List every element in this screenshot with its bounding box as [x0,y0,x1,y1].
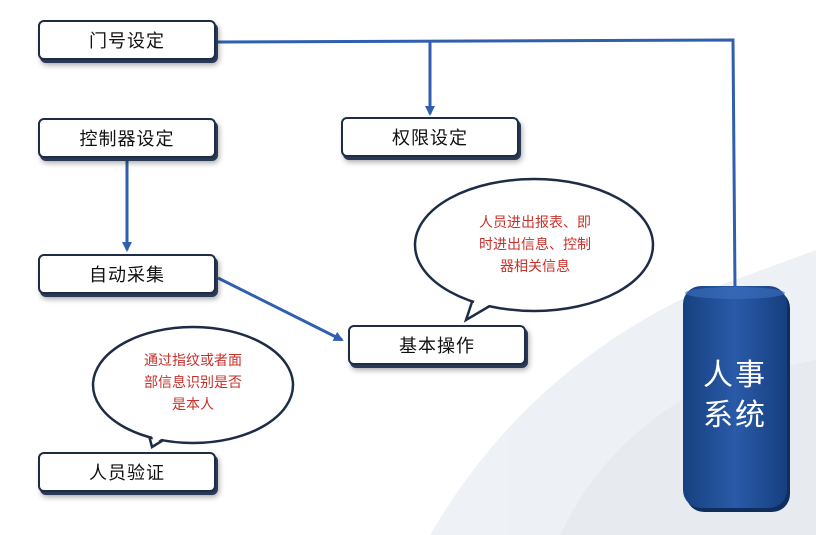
connectors [122,38,737,342]
report-callout-line: 器相关信息 [500,259,570,275]
door-to-hr-line [217,38,737,291]
verify-callout-text: 通过指纹或者面 部信息识别是否 是本人 [118,350,268,416]
permission-setup-label: 权限设定 [392,128,468,149]
collect-to-ops-arrow [217,276,344,342]
basic-ops-box: 基本操作 [348,325,526,365]
controller-setup-box: 控制器设定 [38,118,216,158]
person-verify-box: 人员验证 [38,452,216,492]
hr-system-label-line1: 人事 [703,358,767,393]
verify-callout-line: 部信息识别是否 [144,375,242,391]
verify-callout-line: 通过指纹或者面 [144,353,242,369]
controller-setup-label: 控制器设定 [79,129,175,150]
report-callout-line: 人员进出报表、即 [479,215,591,231]
report-callout-line: 时进出信息、控制 [479,237,591,253]
door-setup-label: 门号设定 [89,31,165,52]
verify-callout-bubble [91,325,295,449]
hr-system-label: 人事 系统 [683,356,787,436]
auto-collect-label: 自动采集 [89,265,165,286]
verify-callout-line: 是本人 [172,397,214,413]
auto-collect-box: 自动采集 [38,254,216,294]
permission-setup-box: 权限设定 [341,117,519,157]
hr-system-pillar [683,286,790,512]
person-verify-label: 人员验证 [89,463,165,484]
report-callout-text: 人员进出报表、即 时进出信息、控制 器相关信息 [440,212,630,278]
basic-ops-label: 基本操作 [399,336,475,357]
report-callout-bubble [413,177,655,323]
door-setup-box: 门号设定 [38,20,216,60]
hr-system-label-line2: 系统 [703,398,767,433]
